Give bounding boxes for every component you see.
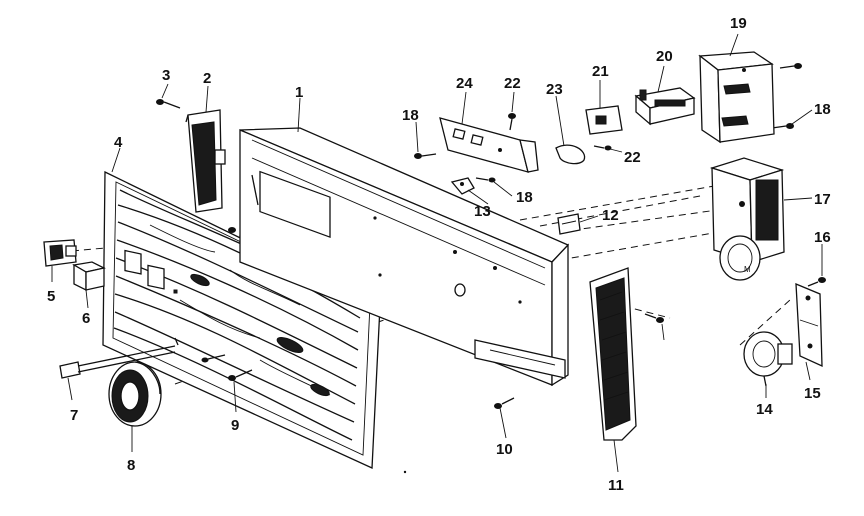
- speck: [403, 470, 407, 474]
- shaft-part-7: [59, 337, 179, 379]
- callout-3-top: 3: [162, 67, 170, 84]
- bracket-plate-part-15: [795, 283, 823, 368]
- motor-part-14: [743, 331, 793, 387]
- callout-14: 14: [756, 401, 773, 418]
- callout-6: 6: [82, 310, 90, 327]
- svg-text:M: M: [744, 265, 751, 274]
- callout-13: 13: [474, 203, 491, 220]
- callout-23: 23: [546, 81, 563, 98]
- callout-8: 8: [127, 457, 135, 474]
- callout-22-right: 22: [624, 149, 641, 166]
- callout-2: 2: [203, 70, 211, 87]
- switch-part-5: [43, 239, 77, 267]
- switch-block-part-20: [634, 87, 696, 126]
- callout-18-mid: 18: [516, 189, 533, 206]
- callout-21: 21: [592, 63, 609, 80]
- callout-24: 24: [456, 75, 473, 92]
- callout-16: 16: [814, 229, 831, 246]
- callout-labels: 1 2 3 4 5 6 7 8 9 10 11 12 13 14 15 16 1…: [47, 15, 831, 494]
- screw-16: [807, 277, 826, 287]
- timer-part-17: M: [709, 157, 785, 281]
- screw-18-right: [771, 123, 794, 129]
- screw-3-top: [156, 99, 181, 109]
- callout-10: 10: [496, 441, 513, 458]
- callout-15: 15: [804, 385, 821, 402]
- callout-4: 4: [114, 134, 123, 151]
- callout-18-right: 18: [814, 101, 831, 118]
- screw-22-top: [508, 113, 516, 131]
- cover-part-19: [698, 51, 775, 144]
- screw-3-right: [644, 313, 664, 323]
- leader-lines: [51, 33, 823, 473]
- screw-9b: [201, 354, 226, 363]
- callout-19: 19: [730, 15, 747, 32]
- callout-5: 5: [47, 288, 55, 305]
- mounting-plate-part-24: [439, 117, 539, 173]
- side-trim-part-11: [589, 267, 637, 441]
- screw-9: [228, 369, 253, 381]
- switch-plate-part-21: [585, 105, 623, 135]
- hook-part-23: [555, 144, 586, 165]
- callout-11: 11: [608, 477, 624, 494]
- callout-20: 20: [656, 48, 673, 65]
- callout-12: 12: [602, 207, 619, 224]
- bracket-part-2: [185, 109, 226, 213]
- screw-18-left: [414, 153, 437, 159]
- callout-1: 1: [295, 84, 303, 101]
- knob-part-8: [108, 361, 162, 427]
- console-channel-part-1: [239, 127, 570, 387]
- callout-18-left: 18: [402, 107, 419, 124]
- screw-18-mid: [475, 177, 496, 183]
- callout-17: 17: [814, 191, 831, 208]
- screws: [156, 63, 826, 409]
- clip-part-12: [557, 213, 581, 235]
- front-panel-part-4: [102, 170, 381, 469]
- screw-10: [494, 397, 515, 409]
- knob-button-part-6: [72, 261, 106, 292]
- callout-7: 7: [70, 407, 78, 424]
- callout-9: 9: [231, 417, 239, 434]
- screw-22-right: [593, 145, 612, 151]
- callout-22-top: 22: [504, 75, 521, 92]
- screw-19: [779, 63, 802, 69]
- screw-17: [228, 227, 236, 233]
